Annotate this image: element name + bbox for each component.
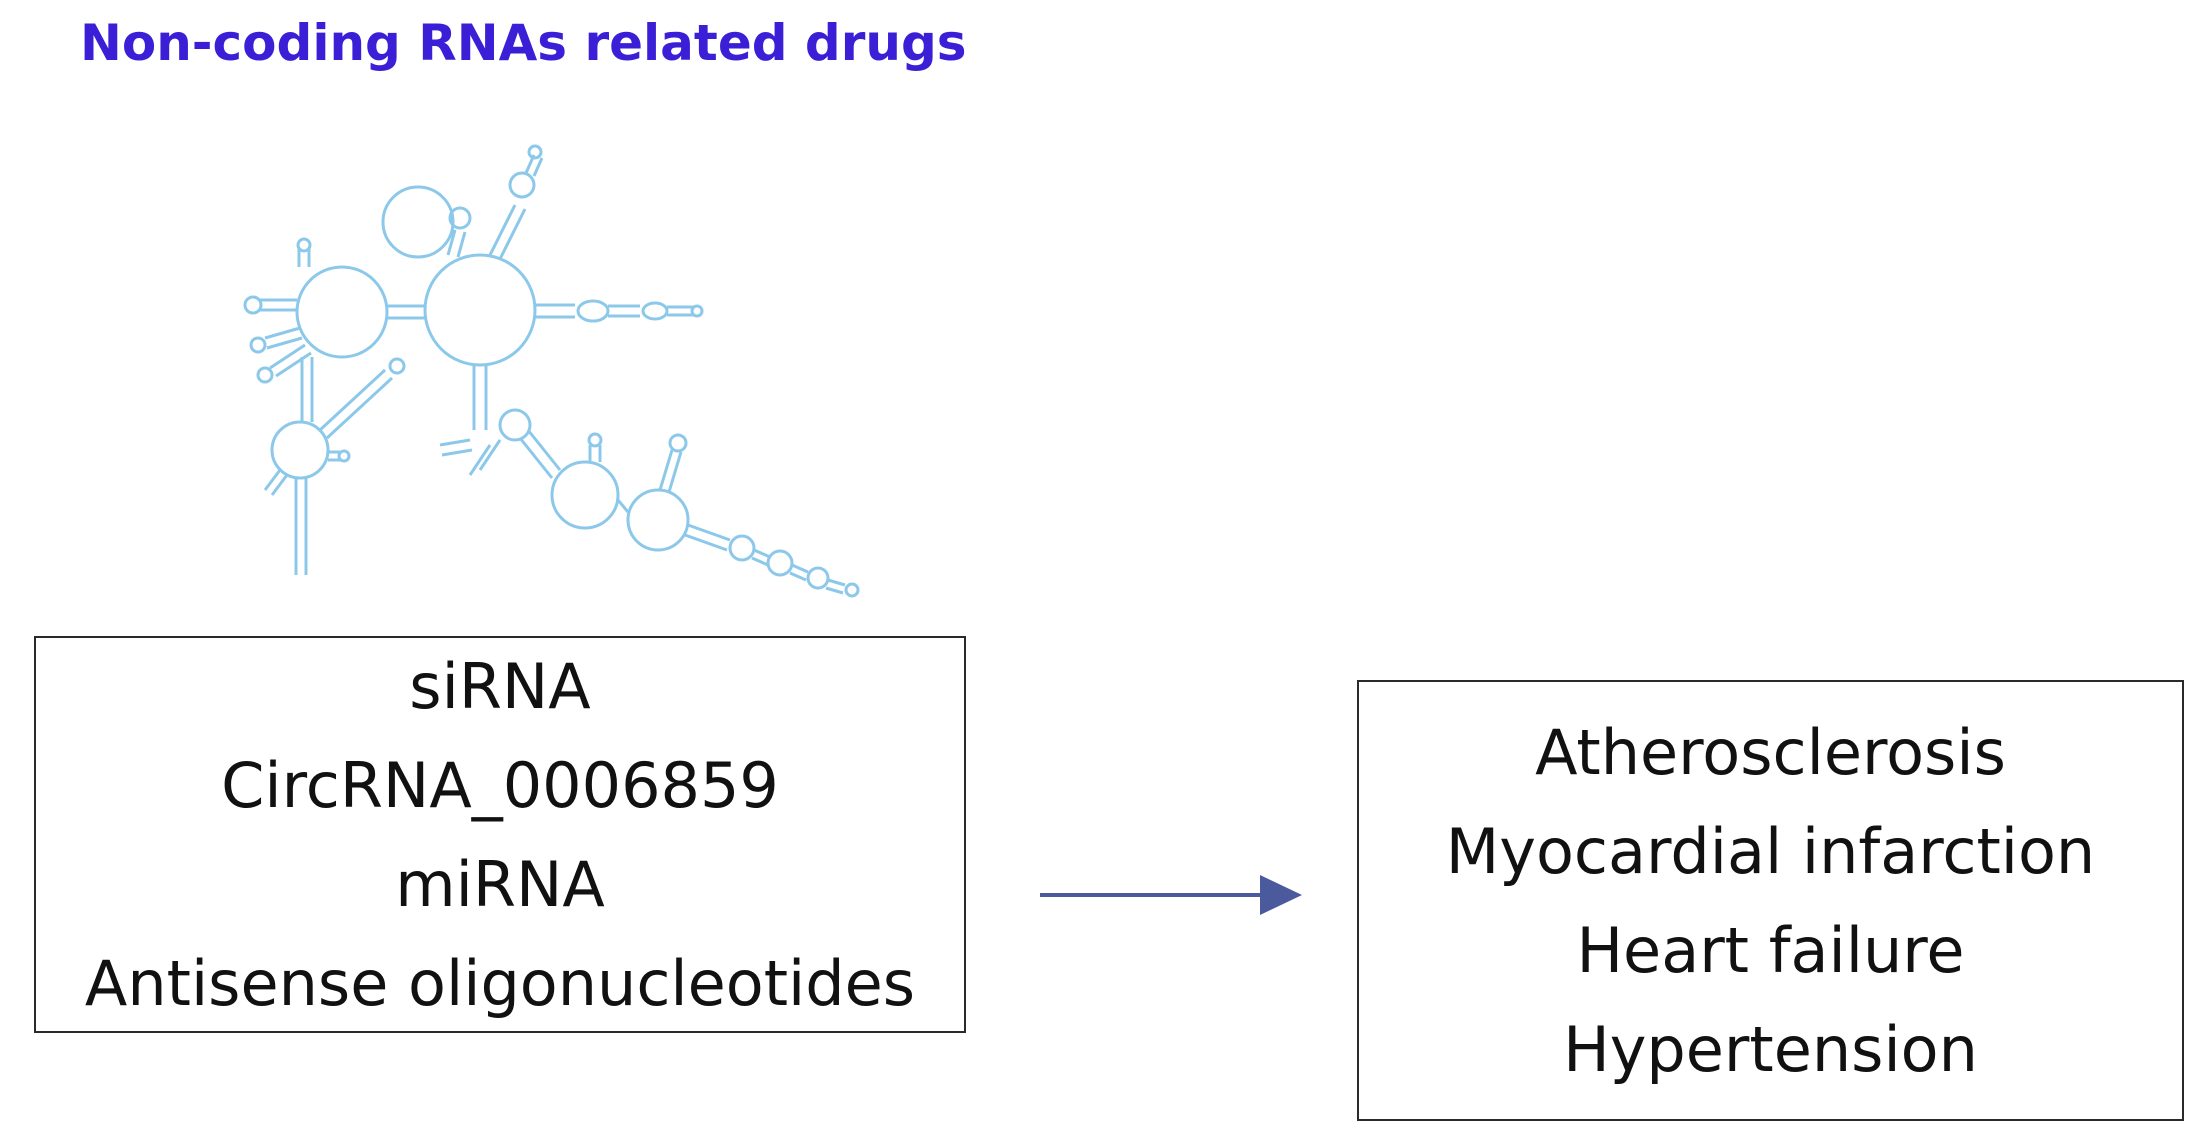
drug-item: CircRNA_0006859 — [221, 748, 779, 822]
disease-item: Heart failure — [1576, 913, 1965, 987]
disease-item: Myocardial infarction — [1445, 814, 2096, 888]
disease-item: Atherosclerosis — [1535, 715, 2006, 789]
drug-item: miRNA — [395, 847, 605, 921]
cardiovascular-diseases-box: Atherosclerosis Myocardial infarction He… — [1357, 680, 2184, 1121]
drug-item: Antisense oligonucleotides — [84, 946, 916, 1020]
drug-item: siRNA — [409, 649, 591, 723]
disease-item: Hypertension — [1563, 1012, 1978, 1086]
right-arrow-icon — [1040, 875, 1302, 915]
ncrna-drugs-box: siRNA CircRNA_0006859 miRNA Antisense ol… — [34, 636, 966, 1033]
diagram-title: Non-coding RNAs related drugs — [80, 14, 967, 72]
